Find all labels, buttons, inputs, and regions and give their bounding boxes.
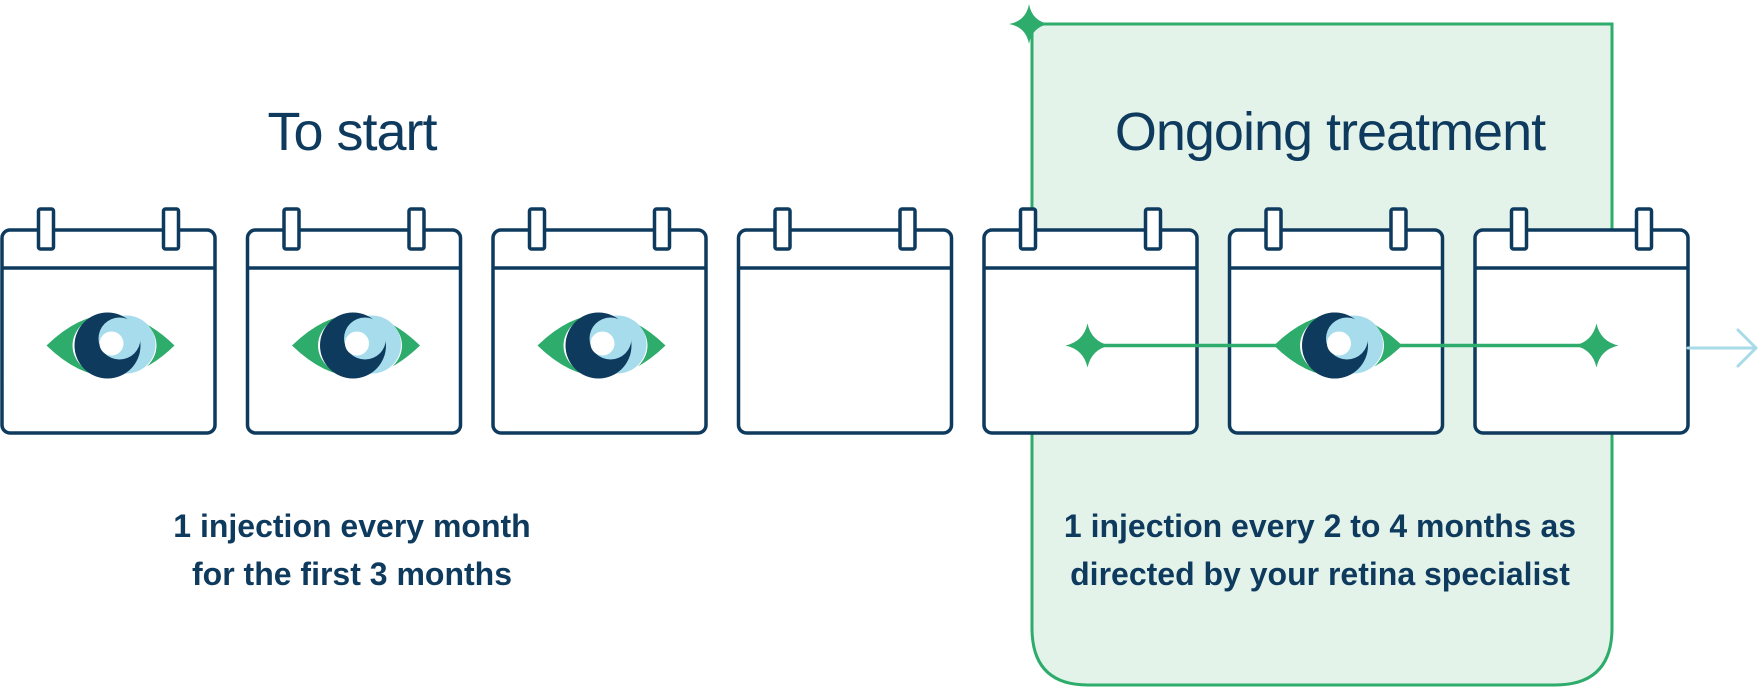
calendar-ring	[282, 207, 301, 251]
calendar-row	[0, 207, 1690, 435]
ongoing-treatment-heading: Ongoing treatment	[1115, 102, 1546, 162]
calendar-ring	[527, 207, 547, 251]
calendar-body	[982, 228, 1199, 435]
calendar-icon	[491, 207, 708, 435]
to-start-caption: 1 injection every month for the first 3 …	[173, 508, 530, 592]
calendar-ring	[898, 207, 917, 251]
panel-corner-sparkle-icon	[1009, 4, 1049, 44]
calendar-ring	[161, 207, 181, 251]
eye-icon	[1274, 312, 1402, 379]
ongoing-caption-line-1: 1 injection every 2 to 4 months as	[1064, 508, 1576, 544]
sparkle-icon	[1065, 323, 1110, 368]
calendar-ring	[1264, 207, 1283, 251]
dosing-interval-indicator	[1065, 312, 1619, 379]
calendar-ring	[36, 207, 56, 251]
to-start-caption-line-2: for the first 3 months	[192, 556, 512, 592]
calendar-ring	[1389, 207, 1408, 251]
eye-pupil	[1327, 331, 1351, 356]
eye-pupil	[345, 331, 369, 356]
eye-pupil	[590, 331, 615, 356]
calendar-ring	[1143, 207, 1163, 251]
calendar-ring	[407, 207, 426, 251]
to-start-caption-line-1: 1 injection every month	[173, 508, 530, 544]
calendar-body	[736, 228, 954, 435]
calendar-ring	[1509, 207, 1529, 251]
calendar-icon	[1473, 207, 1690, 435]
sparkle-icon	[1574, 323, 1619, 368]
to-start-heading: To start	[267, 102, 437, 162]
calendar-icon	[982, 207, 1199, 435]
eye-icon	[292, 312, 420, 379]
continues-arrow-icon	[1686, 328, 1758, 368]
calendar-icon	[0, 207, 217, 435]
ongoing-caption-line-2: directed by your retina specialist	[1070, 556, 1570, 592]
ongoing-treatment-caption: 1 injection every 2 to 4 months as direc…	[1064, 508, 1576, 592]
eye-pupil	[99, 331, 124, 356]
calendar-body	[1473, 228, 1690, 435]
eye-icon	[46, 312, 175, 379]
calendar-ring	[1018, 207, 1038, 251]
eye-icon	[537, 312, 666, 379]
calendar-icon	[245, 207, 463, 435]
calendar-icon	[736, 207, 954, 435]
calendar-ring	[1634, 207, 1654, 251]
calendar-ring	[773, 207, 792, 251]
calendar-ring	[652, 207, 672, 251]
